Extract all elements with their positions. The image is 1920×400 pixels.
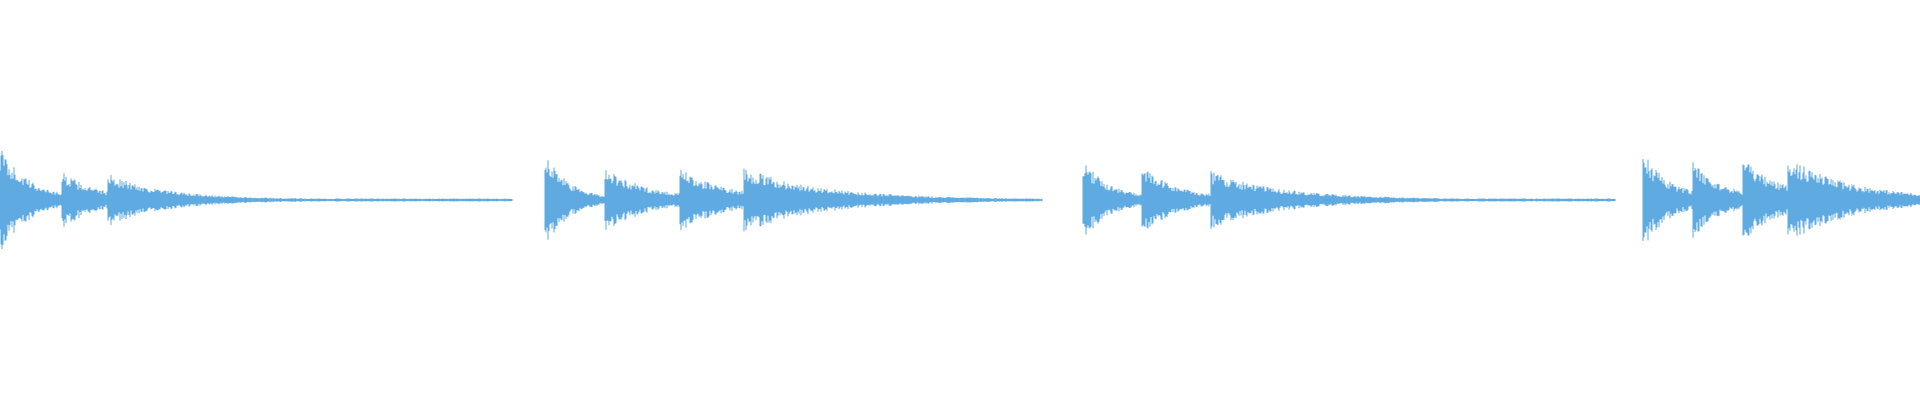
waveform-clip-2[interactable] (544, 160, 1043, 240)
waveform-clip-1[interactable] (0, 150, 513, 250)
waveform-clip-3[interactable] (1082, 165, 1616, 235)
waveform-clip-4[interactable] (1642, 159, 1920, 241)
